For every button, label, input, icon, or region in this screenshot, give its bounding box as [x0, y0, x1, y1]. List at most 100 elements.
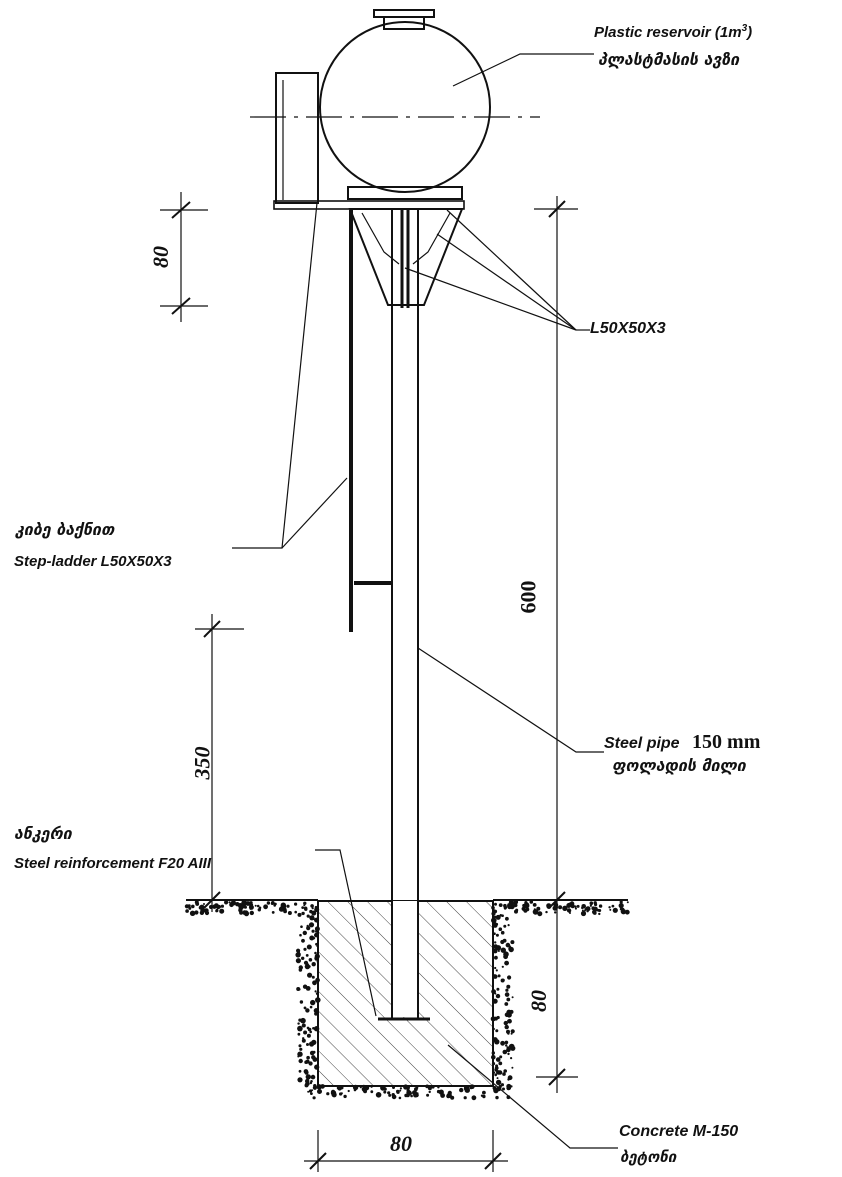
gravel-stone [493, 932, 496, 935]
gravel-stone [313, 1026, 320, 1032]
gravel-stone [315, 992, 319, 995]
gravel-stone [498, 927, 503, 931]
dim-foundation-depth: 80 [526, 990, 551, 1012]
gravel-stone [294, 910, 298, 914]
gravel-stone [305, 1059, 310, 1064]
gravel-stone [495, 1029, 499, 1033]
gravel-stone [507, 1032, 510, 1035]
gravel-stone [308, 922, 315, 928]
gravel-stone [492, 1086, 497, 1091]
gravel-stone [504, 1002, 509, 1006]
gravel-stone [399, 1089, 402, 1092]
gravel-stone [305, 1078, 310, 1084]
gravel-stone [495, 1095, 499, 1100]
gravel-stone [214, 905, 217, 908]
gravel-stone [511, 996, 514, 999]
gravel-stone [503, 1069, 508, 1073]
gravel-stone [304, 1070, 309, 1075]
gravel-stone [492, 1037, 498, 1043]
gravel-stone [495, 933, 499, 937]
gravel-stone [570, 904, 575, 909]
gravel-stone [580, 910, 587, 917]
gravel-stone [507, 1078, 510, 1081]
gravel-stone [297, 1055, 300, 1058]
gravel-stone [496, 1015, 500, 1020]
gravel-stone [299, 1047, 303, 1051]
gravel-stone [248, 902, 254, 907]
gravel-stone [302, 1037, 305, 1040]
gravel-stone [592, 909, 597, 915]
step-ladder [349, 210, 392, 632]
gravel-stone [299, 933, 302, 937]
gravel-stone [301, 956, 305, 960]
gravel-stone [306, 914, 310, 918]
gravel-stone [309, 935, 315, 941]
gravel-stone [375, 1092, 382, 1098]
gravel-stone [502, 1087, 505, 1091]
gravel-stone [310, 1092, 313, 1095]
ground [184, 899, 630, 1101]
gravel-stone [383, 1090, 387, 1094]
gravel-stone [515, 908, 519, 912]
dimension-lines [160, 192, 578, 1172]
gravel-stone [315, 977, 320, 983]
pipe-label-name: Steel pipe [604, 735, 680, 752]
gravel-stone [314, 932, 319, 938]
gravel-stone [464, 1085, 467, 1088]
gravel-stone [309, 1030, 313, 1034]
gravel-stone [317, 1089, 322, 1094]
gravel-stone [307, 1090, 310, 1093]
gravel-stone [589, 904, 593, 907]
reservoir [250, 9, 540, 210]
gravel-stone [215, 909, 219, 913]
gravel-stone [313, 918, 317, 921]
gravel-stone [507, 1052, 510, 1056]
gravel-stone [304, 1083, 309, 1088]
gravel-stone [598, 912, 601, 916]
gravel-stone [495, 993, 501, 999]
gravel-stone [532, 903, 537, 907]
gravel-stone [500, 947, 506, 953]
gravel-stone [502, 1049, 508, 1055]
steel-pipe [378, 209, 430, 1021]
gravel-stone [257, 908, 261, 912]
gravel-stone [482, 1094, 486, 1099]
gravel-stone [315, 997, 321, 1003]
gravel-stone [308, 1089, 313, 1093]
gravel-stone [510, 1057, 513, 1060]
gravel-stone [314, 990, 317, 993]
gravel-stone [491, 1051, 495, 1055]
gravel-stone [312, 1027, 315, 1030]
gravel-stone [254, 904, 257, 907]
gravel-stone [304, 907, 308, 911]
gravel-stone [302, 930, 307, 936]
gravel-stone [491, 989, 496, 994]
gravel-stone [311, 962, 316, 967]
gravel-stone [300, 925, 303, 928]
gravel-stone [299, 1000, 304, 1004]
anchor-label-en: Steel reinforcement F20 AIII [14, 855, 212, 872]
gravel-stone [504, 1024, 509, 1030]
gravel-stone [495, 1079, 502, 1086]
gravel-stone [431, 1085, 435, 1089]
gravel-stone [529, 900, 534, 904]
gravel-stone [463, 1096, 467, 1100]
gravel-stone [306, 963, 309, 966]
gravel-stone [304, 963, 311, 970]
gravel-stone [274, 902, 277, 906]
gravel-stone [195, 911, 198, 915]
gravel-stone [256, 904, 260, 908]
ladder-label-ka: კიბე ბაქნით [15, 520, 115, 539]
gravel-stone [310, 999, 316, 1006]
gravel-stone [502, 938, 507, 943]
gravel-stone [574, 907, 578, 910]
gravel-stone [297, 1025, 303, 1032]
gravel-stone [241, 900, 247, 906]
gravel-stone [388, 1093, 392, 1097]
gravel-stone [266, 901, 271, 905]
gravel-stone [263, 904, 268, 910]
gravel-stone [427, 1086, 432, 1091]
gravel-stone [491, 1062, 496, 1066]
gravel-stone [312, 1085, 317, 1090]
gravel-stone [185, 909, 189, 913]
